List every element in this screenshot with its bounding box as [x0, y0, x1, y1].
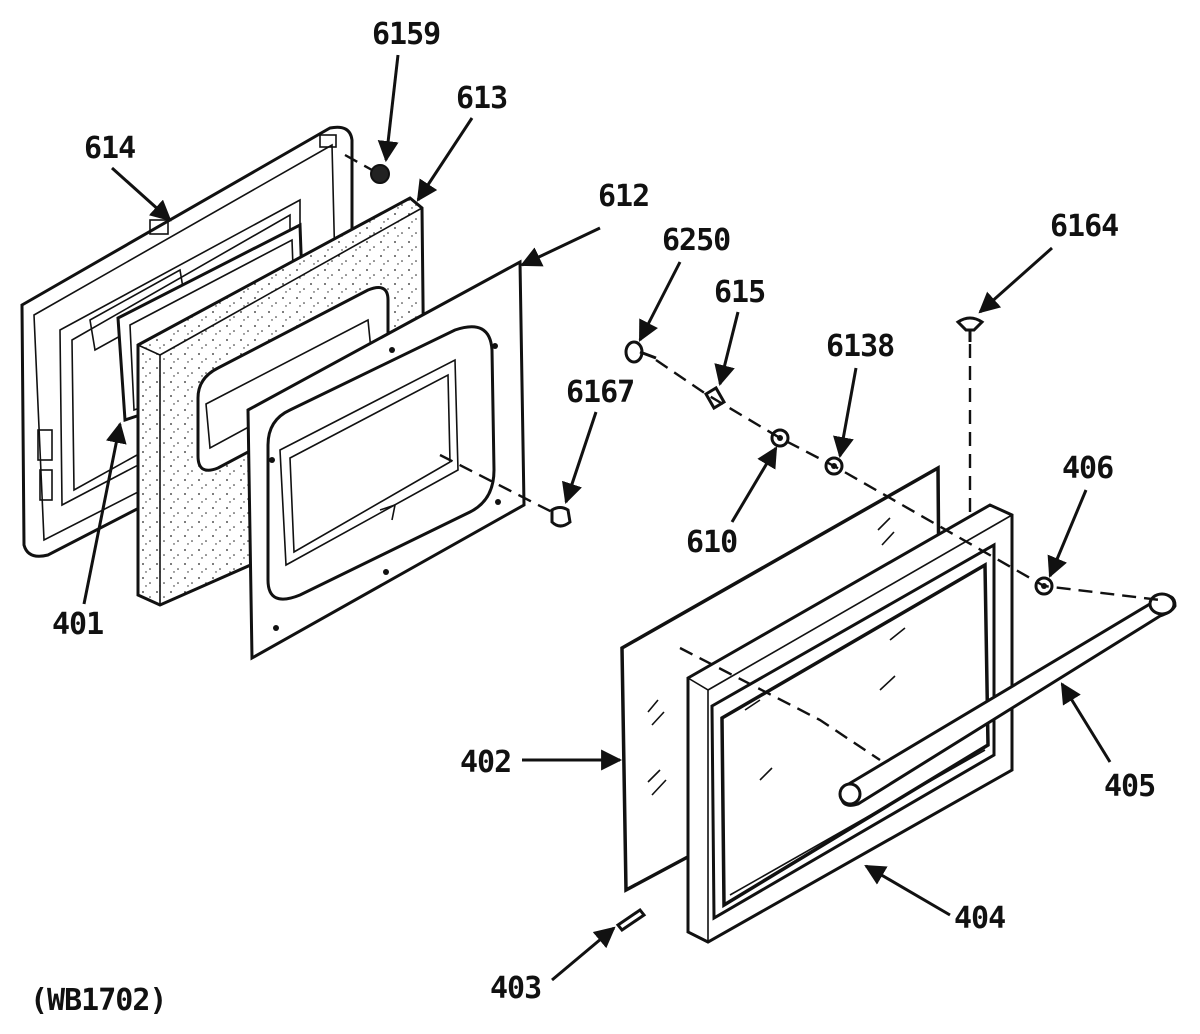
label-406: 406	[1062, 451, 1113, 486]
label-613: 613	[456, 81, 507, 116]
label-612: 612	[598, 179, 649, 214]
label-401: 401	[52, 607, 103, 642]
leader-lines	[82, 54, 1112, 982]
label-610: 610	[686, 525, 737, 560]
assembly-lines	[344, 153, 1161, 761]
label-6159: 6159	[372, 17, 440, 52]
label-6164: 6164	[1050, 209, 1118, 244]
label-404: 404	[954, 901, 1005, 936]
part-403-clip	[615, 907, 647, 933]
label-403: 403	[490, 971, 541, 1006]
label-405: 405	[1104, 769, 1155, 804]
part-610-spacer	[770, 428, 790, 448]
part-6167-screw	[550, 506, 572, 528]
label-402: 402	[460, 745, 511, 780]
part-405-handle	[838, 592, 1177, 807]
part-labels: 6159 613 614 612 6250 615 6164 6138 6167…	[30, 17, 1156, 1018]
label-6250: 6250	[662, 223, 730, 258]
part-612-inner-panel	[246, 259, 526, 661]
label-6138: 6138	[826, 329, 894, 364]
label-614: 614	[84, 131, 135, 166]
label-6167: 6167	[566, 375, 634, 410]
part-404-outer-frame	[686, 503, 1014, 944]
diagram-code: (WB1702)	[30, 983, 167, 1018]
part-6159-bumper	[370, 164, 390, 184]
label-615: 615	[714, 275, 765, 310]
part-6250-screw	[624, 340, 657, 364]
part-6164-screw	[955, 316, 985, 342]
